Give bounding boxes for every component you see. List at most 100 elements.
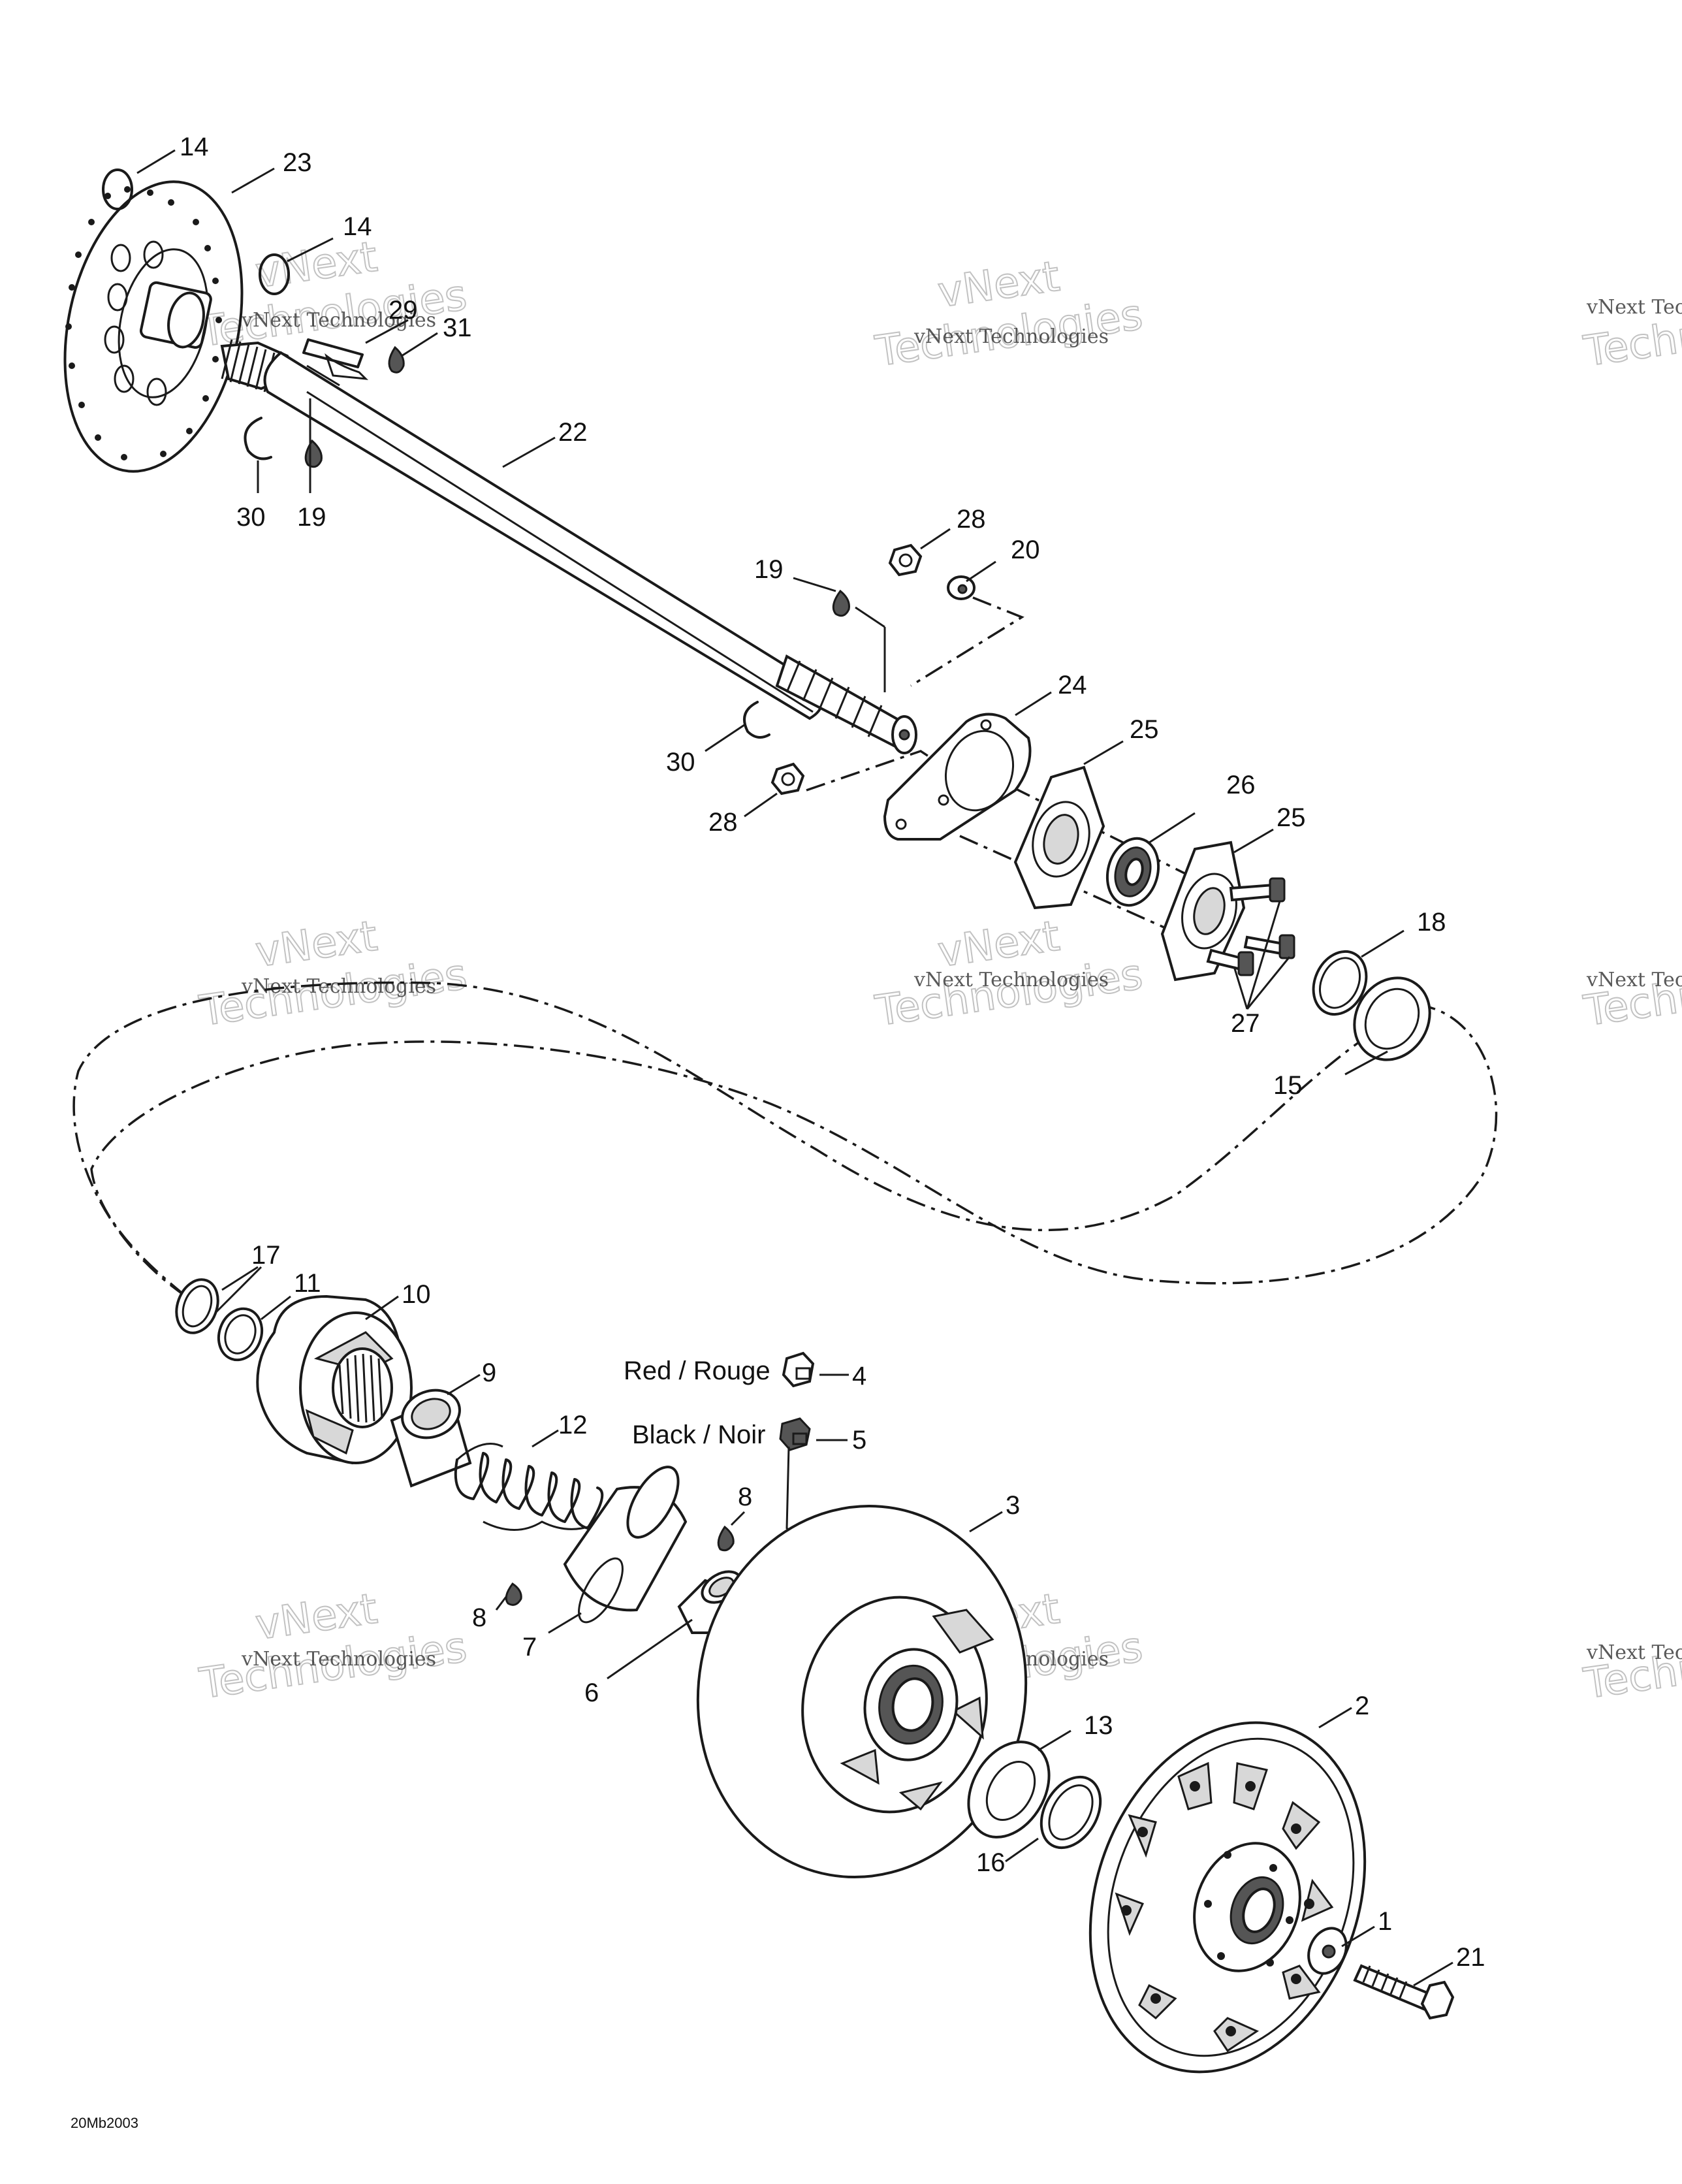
callout-2: 2: [1355, 1692, 1369, 1720]
bearing-26[interactable]: [1100, 833, 1166, 911]
circlip-30-right[interactable]: [743, 701, 770, 739]
callout-21: 21: [1456, 1943, 1485, 1972]
circlip-30-left[interactable]: [244, 417, 272, 460]
grease-fitting-19-right[interactable]: [832, 589, 850, 617]
callout-8: 8: [738, 1483, 752, 1511]
slider-8-left[interactable]: [505, 1582, 522, 1606]
callout-labels: 14 23 14 29 31 22 30 19 28 20 19 24 30 2…: [180, 133, 1485, 1972]
callout-10: 10: [402, 1280, 431, 1309]
callout-7: 7: [522, 1633, 537, 1662]
callout-31: 31: [443, 313, 472, 342]
sheave-rivets: [1121, 1781, 1314, 2036]
svg-text:Technologies: Technologies: [1581, 950, 1682, 1036]
callout-12: 12: [558, 1411, 588, 1439]
grease-fitting-19-left[interactable]: [304, 439, 323, 468]
leader-lines: [136, 149, 1453, 1987]
callout-30: 30: [236, 503, 266, 532]
svg-text:vNext Technologies: vNext Technologies: [1586, 969, 1682, 991]
callout-5: 5: [852, 1426, 866, 1454]
slider-8-right[interactable]: [717, 1525, 735, 1552]
callout-30: 30: [666, 748, 695, 777]
washer-18[interactable]: [1303, 943, 1376, 1023]
callout-28: 28: [708, 808, 738, 837]
cam-10[interactable]: [256, 1294, 413, 1465]
washer-13[interactable]: [952, 1727, 1065, 1852]
washer-16[interactable]: [1029, 1767, 1112, 1858]
bearing-flange-25-left[interactable]: [1013, 765, 1105, 910]
bearing-flange-25-right[interactable]: [1160, 841, 1246, 982]
bolt-thread: [1362, 1965, 1408, 1999]
callout-19: 19: [297, 503, 326, 532]
drive-belt-outline: [72, 981, 1498, 1298]
svg-text:vNext Technologies: vNext Technologies: [241, 309, 436, 332]
callout-22: 22: [558, 418, 588, 447]
key-29[interactable]: [302, 338, 364, 368]
washer-11[interactable]: [212, 1302, 269, 1366]
o-ring-14-lower[interactable]: [259, 253, 290, 295]
watermark-bottom-left: vNext Technologies vNext Technologies: [196, 1584, 470, 1709]
sleeve-7[interactable]: [563, 1459, 688, 1629]
fixed-sheave-3[interactable]: [669, 1480, 1055, 1903]
callout-25: 25: [1277, 803, 1306, 832]
shim-15[interactable]: [1340, 964, 1444, 1074]
callout-23: 23: [283, 148, 312, 177]
svg-text:vNext Technologies: vNext Technologies: [1586, 1641, 1682, 1664]
sliding-sheave-2[interactable]: [1043, 1684, 1412, 2111]
callout-17: 17: [251, 1241, 281, 1270]
svg-text:vNext Technologies: vNext Technologies: [1586, 296, 1682, 319]
nut-28-lower[interactable]: [770, 762, 805, 795]
callout-27: 27: [1231, 1009, 1260, 1038]
svg-text:vNext Technologies: vNext Technologies: [241, 975, 436, 998]
callout-9: 9: [482, 1358, 496, 1387]
bolt-21[interactable]: [1353, 1964, 1455, 2020]
callout-24: 24: [1058, 671, 1087, 699]
callout-6: 6: [584, 1678, 599, 1707]
o-ring-14-upper[interactable]: [102, 169, 133, 210]
callout-13: 13: [1084, 1711, 1113, 1740]
nut-28-upper[interactable]: [888, 543, 923, 577]
diagram-reference-code: 20Mb2003: [71, 2115, 138, 2131]
callout-14: 14: [343, 212, 372, 241]
watermark-top-right: Technologies vNext Technologies: [1580, 290, 1682, 377]
shim-17[interactable]: [169, 1274, 225, 1338]
hub-bolts: [1204, 1851, 1293, 1967]
callout-3: 3: [1006, 1491, 1020, 1520]
svg-text:vNext Technologies: vNext Technologies: [913, 325, 1109, 348]
drive-shaft[interactable]: [220, 339, 917, 754]
disc-vent-holes: [65, 186, 222, 460]
grease-fitting-31[interactable]: [388, 345, 405, 374]
washer-1[interactable]: [1301, 1922, 1353, 1980]
watermark-mid-center: vNext Technologies vNext Technologies: [872, 912, 1146, 1036]
callout-18: 18: [1417, 908, 1446, 937]
callout-19: 19: [754, 555, 784, 584]
callout-20: 20: [1011, 536, 1040, 564]
callout-1: 1: [1378, 1907, 1392, 1936]
marker-note-black: Black / Noir: [632, 1421, 766, 1449]
callout-29: 29: [389, 296, 418, 325]
shaft-spline-right: [785, 660, 883, 737]
callout-16: 16: [976, 1848, 1006, 1877]
marker-note-red: Red / Rouge: [624, 1357, 770, 1385]
callout-26: 26: [1226, 771, 1256, 799]
callout-11: 11: [294, 1269, 321, 1298]
bolt-27-a[interactable]: [1229, 877, 1286, 903]
svg-text:vNext Technologies: vNext Technologies: [913, 969, 1109, 991]
bolt-27-b[interactable]: [1243, 934, 1295, 959]
callout-25: 25: [1130, 715, 1159, 744]
callout-8: 8: [472, 1603, 486, 1632]
marker-button-red-4[interactable]: [782, 1351, 815, 1388]
cam-bushing-ribs: [338, 1353, 383, 1423]
watermark-mid-left: vNext Technologies vNext Technologies: [196, 912, 470, 1036]
bushing-9[interactable]: [390, 1383, 472, 1488]
washer-20[interactable]: [947, 575, 976, 600]
bolt-27-c[interactable]: [1206, 948, 1254, 976]
spring-12[interactable]: [454, 1443, 608, 1531]
watermark-mid-right: Technologies vNext Technologies: [1580, 950, 1682, 1036]
callout-14: 14: [180, 133, 209, 161]
callout-28: 28: [957, 505, 986, 534]
svg-text:Technologies: Technologies: [1581, 1623, 1682, 1709]
callout-15: 15: [1273, 1071, 1303, 1100]
bearing-plate[interactable]: [883, 713, 1032, 841]
marker-button-black-5[interactable]: [779, 1417, 811, 1451]
